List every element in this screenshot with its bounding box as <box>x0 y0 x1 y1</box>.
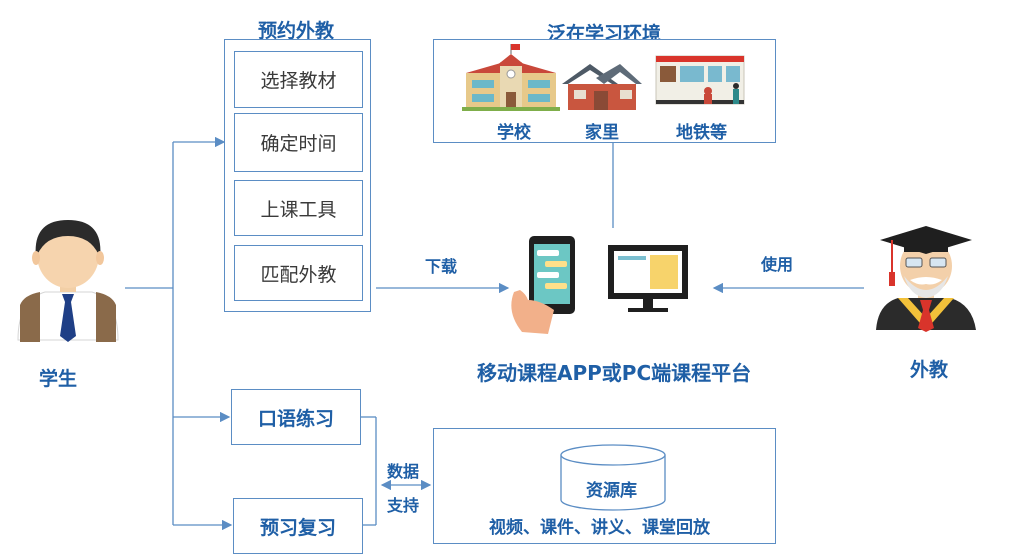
booking-item-textbook[interactable]: 选择教材 <box>234 51 363 108</box>
resource-contents: 视频、课件、讲义、课堂回放 <box>489 518 710 538</box>
booking-item-time[interactable]: 确定时间 <box>234 113 363 172</box>
booking-title: 预约外教 <box>258 20 335 42</box>
preview-review-box[interactable]: 预习复习 <box>233 498 363 554</box>
place-school: 学校 <box>497 123 531 143</box>
download-label: 下载 <box>425 257 458 276</box>
speaking-practice-box[interactable]: 口语练习 <box>231 389 361 445</box>
support-label: 支持 <box>387 496 420 515</box>
resource-db-label: 资源库 <box>586 481 637 501</box>
place-subway: 地铁等 <box>676 123 727 143</box>
use-label: 使用 <box>761 255 794 274</box>
student-label: 学生 <box>39 368 78 390</box>
booking-item-tools[interactable]: 上课工具 <box>234 180 363 236</box>
teacher-label: 外教 <box>910 359 949 381</box>
place-home: 家里 <box>585 123 619 143</box>
data-label: 数据 <box>387 462 420 481</box>
booking-item-match[interactable]: 匹配外教 <box>234 245 363 301</box>
platform-label: 移动课程APP或PC端课程平台 <box>477 361 752 385</box>
